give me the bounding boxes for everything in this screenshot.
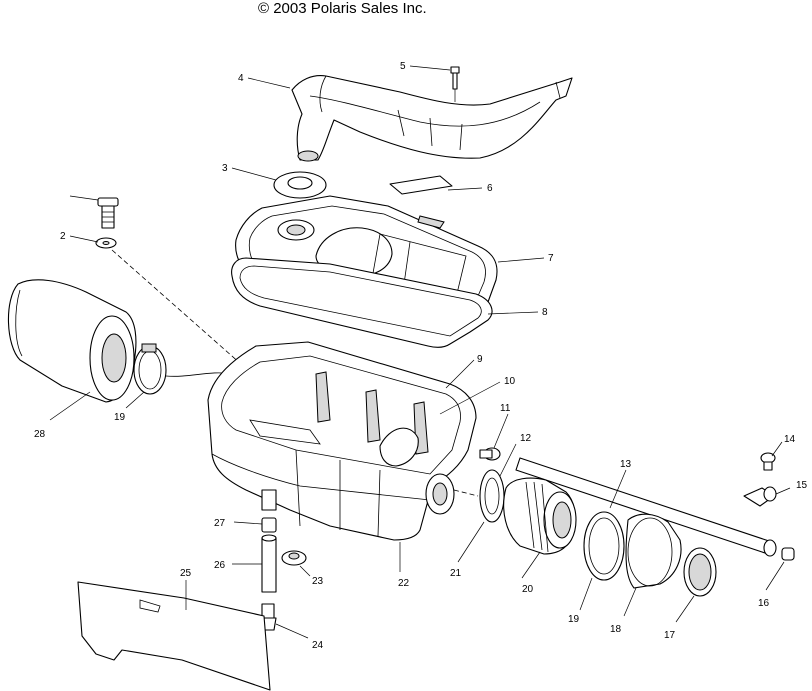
callout-22: 22 [398, 578, 410, 589]
callout-16: 16 [758, 598, 770, 609]
foam-pad [77, 581, 271, 691]
callout-15: 15 [796, 480, 808, 491]
callout-7: 7 [548, 253, 554, 264]
callout-2: 2 [60, 231, 66, 242]
callout-12: 12 [520, 433, 532, 444]
callout-27: 27 [214, 518, 226, 529]
callout-20: 20 [522, 584, 534, 595]
callout-numbers: 2 3 4 5 6 7 8 9 10 11 12 13 14 15 16 17 … [34, 61, 808, 651]
airbox-base [207, 341, 477, 541]
callout-8: 8 [542, 307, 548, 318]
callout-13: 13 [620, 459, 632, 470]
callout-24: 24 [312, 640, 324, 651]
callout-6: 6 [487, 183, 493, 194]
callout-3: 3 [222, 163, 228, 174]
callout-23: 23 [312, 576, 324, 587]
grommet-ring [273, 171, 327, 199]
callout-19-right: 19 [568, 614, 580, 625]
callout-21: 21 [450, 568, 462, 579]
callout-10: 10 [504, 376, 516, 387]
drain-plug-11 [479, 447, 501, 461]
screw-5 [450, 66, 460, 102]
tube-cap [781, 547, 795, 561]
callout-leader-lines [49, 65, 791, 639]
callout-26: 26 [214, 560, 226, 571]
hose-clamp-17 [683, 547, 717, 597]
intake-snorkel [291, 75, 573, 162]
cover-gasket [231, 257, 493, 348]
breather-rod [515, 457, 777, 557]
callout-28: 28 [34, 429, 46, 440]
drain-fitting-27 [261, 517, 277, 533]
decal-label [389, 175, 453, 195]
retaining-clip [743, 486, 777, 507]
bolt-and-washer [95, 197, 119, 249]
copyright-notice: © 2003 Polaris Sales Inc. [258, 0, 427, 17]
screw-14 [760, 452, 776, 471]
callout-5: 5 [400, 61, 406, 72]
intake-boot [625, 513, 682, 589]
outlet-adapter [503, 477, 577, 555]
callout-19-left: 19 [114, 412, 126, 423]
hose-clamp-left [133, 343, 167, 395]
callout-18: 18 [610, 624, 622, 635]
callout-14: 14 [784, 434, 796, 445]
callout-25: 25 [180, 568, 192, 579]
outlet-gasket [479, 469, 505, 523]
drain-tube [261, 534, 277, 593]
callout-17: 17 [664, 630, 676, 641]
callout-9: 9 [477, 354, 483, 365]
air-filter-element [7, 279, 137, 403]
drain-grommet [281, 550, 307, 566]
alignment-line-bolt [111, 249, 251, 373]
alignment-line-outlet [453, 489, 479, 497]
callout-4: 4 [238, 73, 244, 84]
hose-clamp-right [583, 511, 625, 581]
callout-11: 11 [500, 403, 511, 414]
base-callout-leaders [439, 359, 501, 415]
